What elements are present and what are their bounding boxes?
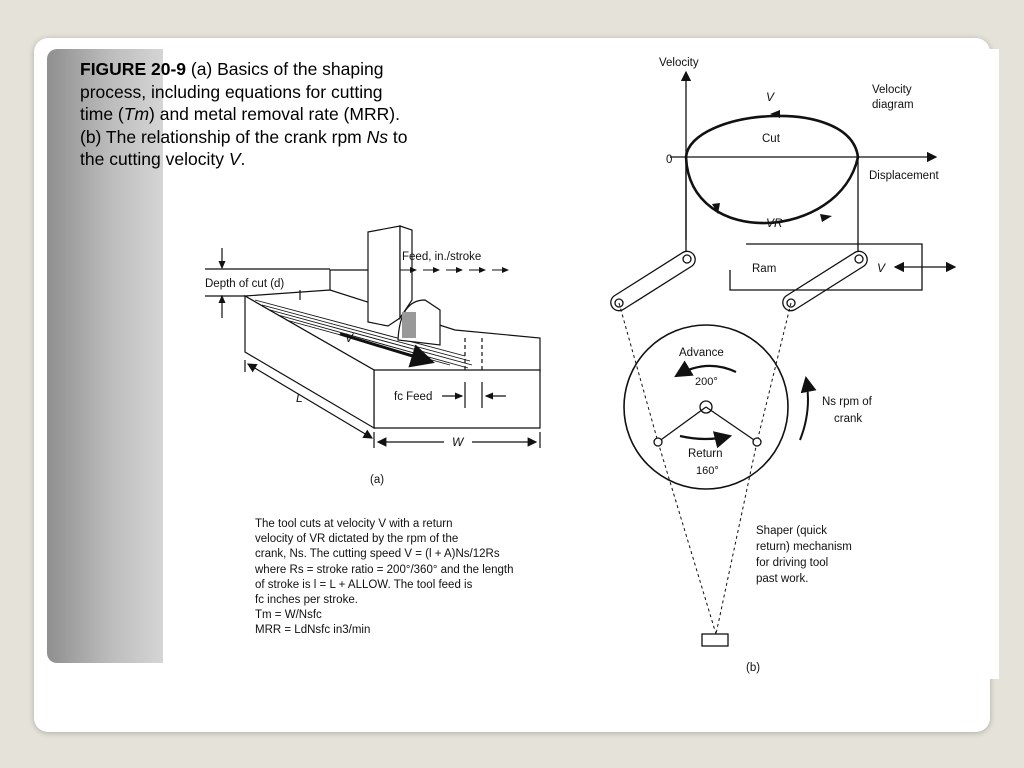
slide-sidebar (47, 49, 165, 663)
return-angle: 160° (696, 465, 719, 477)
v-curve-label: V (766, 90, 775, 104)
caption-ns: Ns (366, 126, 389, 147)
left-link (610, 250, 696, 312)
right-link (782, 250, 868, 312)
zero-label: 0 (666, 154, 672, 166)
feed-label: Feed, in./stroke (402, 251, 481, 263)
cut-label: Cut (762, 133, 781, 145)
v-label-a: V (345, 331, 354, 345)
part-b-label: (b) (746, 662, 760, 674)
advance-label: Advance (679, 347, 724, 359)
caption-tm: Tm (123, 104, 150, 124)
ram-label: Ram (752, 263, 776, 275)
crank-rpm-arrow (799, 376, 817, 441)
part-a-label: (a) (370, 474, 384, 486)
explanation-line: velocity of VR dictated by the rpm of th… (255, 533, 459, 546)
advance-angle: 200° (695, 376, 718, 388)
crank-rpm-line2: crank (834, 413, 862, 425)
explanation-line: The tool cuts at velocity V with a retur… (255, 518, 453, 530)
caption-part1: (a) Basics of the shaping process, inclu… (80, 59, 384, 124)
ram-box (729, 243, 923, 291)
figure-caption: FIGURE 20-9 (a) Basics of the shaping pr… (80, 58, 410, 171)
tool-block (701, 633, 729, 647)
cut-curve (684, 114, 860, 158)
explanation-line: where Rs = stroke ratio = 200°/360° and … (255, 563, 514, 576)
velocity-diagram-line2: diagram (872, 99, 914, 111)
fc-feed-label: fc Feed (394, 391, 432, 403)
depth-of-cut-label: Depth of cut (d) (205, 278, 284, 290)
crank-circle (623, 324, 789, 490)
explanation-line: MRR = LdNsfc in3/min (255, 624, 371, 637)
v-arrow (339, 332, 435, 368)
explanation-line: crank, Ns. The cutting speed V = (l + A)… (255, 548, 500, 561)
l-label: L (296, 391, 303, 405)
cut-arrowhead (770, 110, 780, 118)
velocity-axis-label: Velocity (659, 57, 699, 69)
return-arrow (679, 431, 733, 449)
return-label: Return (688, 448, 723, 460)
workpiece-step (329, 269, 368, 290)
cutting-tool-side (399, 225, 413, 320)
caption-v: V (228, 149, 241, 169)
figure-label: FIGURE 20-9 (80, 59, 186, 79)
caption-part3: to the cutting velocity (80, 126, 408, 170)
return-arrowhead-2 (820, 214, 832, 222)
shaper-line2: return) mechanism (756, 541, 852, 553)
cutting-tool (367, 225, 401, 327)
w-label: W (452, 435, 465, 449)
explanation-line: of stroke is l = L + ALLOW. The tool fee… (255, 578, 473, 591)
return-curve (684, 156, 860, 225)
shaper-line3: for driving tool (756, 557, 828, 569)
velocity-diagram-line1: Velocity (872, 84, 912, 96)
figure-b (610, 70, 957, 647)
explanation-text: The tool cuts at velocity V with a retur… (255, 517, 575, 639)
advance-arrow (674, 360, 737, 378)
figure-a (205, 225, 541, 448)
chip-shade (402, 312, 416, 338)
return-arrowhead (712, 203, 720, 214)
caption-part4: . (240, 149, 246, 169)
caption-part2: ) and metal removal rate (MRR). (b) The … (80, 104, 400, 147)
shaper-line4: past work. (756, 573, 808, 585)
displacement-axis-label: Displacement (869, 170, 939, 182)
shaper-line1: Shaper (quick (756, 525, 827, 537)
explanation-line: Tm = W/Nsfc (255, 609, 322, 622)
crank-rpm-line1: Ns rpm of (822, 396, 873, 408)
explanation-line: fc inches per stroke. (255, 594, 358, 607)
ram-v-label: V (877, 261, 886, 275)
vr-label: VR (766, 216, 783, 230)
